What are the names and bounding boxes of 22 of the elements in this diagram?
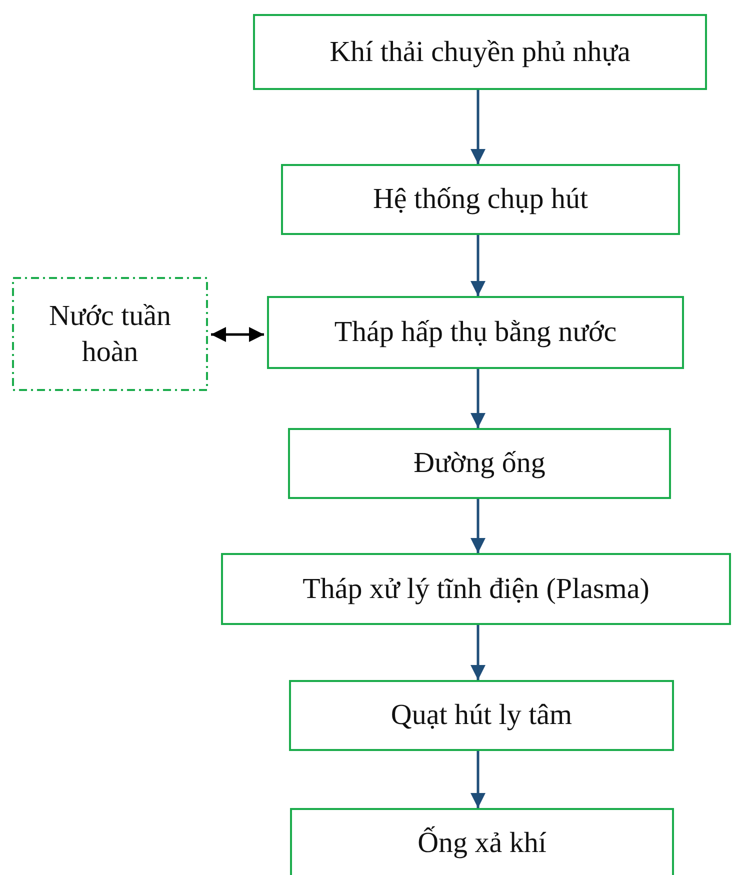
- box-label: Đường ống: [414, 446, 546, 482]
- process-box: [290, 808, 674, 875]
- box-label: Tháp hấp thụ bằng nước: [334, 315, 617, 350]
- box-label: Nước tuần hoàn: [48, 298, 172, 370]
- arrow: [470, 625, 486, 680]
- arrow: [470, 235, 486, 296]
- process-box: [288, 428, 671, 499]
- arrow: [470, 90, 486, 164]
- box-label: Hệ thống chụp hút: [372, 182, 588, 218]
- arrow: [211, 327, 264, 342]
- process-box: [281, 164, 680, 235]
- process-box: [221, 553, 731, 625]
- box-label: Khí thải chuyền phủ nhựa: [330, 34, 630, 70]
- process-box: [267, 296, 684, 369]
- arrow: [470, 751, 486, 808]
- arrow: [470, 369, 486, 428]
- process-box: [253, 14, 707, 90]
- process-box: [289, 680, 674, 751]
- box-label: Tháp xử lý tĩnh điện (Plasma): [302, 572, 650, 607]
- arrow: [470, 499, 486, 553]
- box-label: Ống xả khí: [418, 825, 546, 861]
- box-label: Quạt hút ly tâm: [390, 698, 572, 734]
